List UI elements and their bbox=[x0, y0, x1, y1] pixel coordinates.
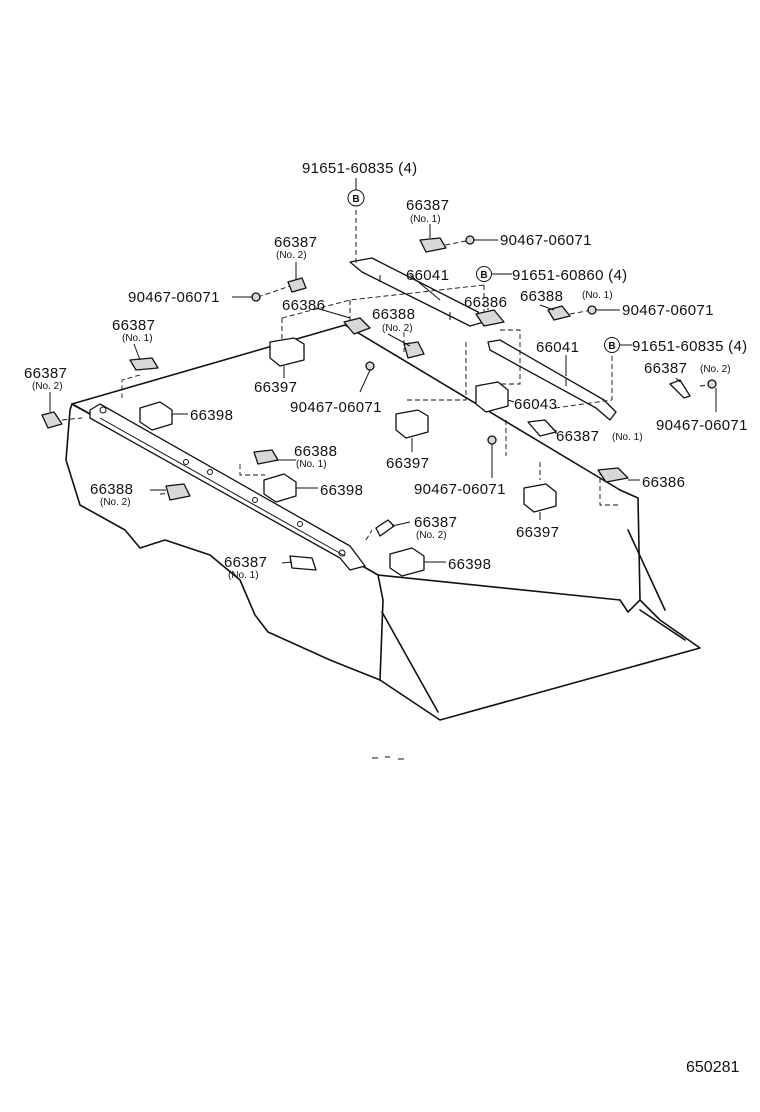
label-91651-60835-top: 91651-60835 (4) bbox=[302, 160, 417, 177]
block-66398-c bbox=[389, 547, 425, 577]
end-cap-66387-no1-b bbox=[129, 357, 159, 371]
block-66398-a bbox=[139, 401, 173, 431]
label-66397-a: 66397 bbox=[254, 379, 297, 396]
label-91651-60860: 91651-60860 (4) bbox=[512, 267, 627, 284]
screw-90467-mid bbox=[365, 361, 375, 371]
screw-90467-bottom bbox=[487, 435, 497, 445]
bolt-marker-top: B bbox=[347, 189, 365, 207]
label-66397-c: 66397 bbox=[516, 524, 559, 541]
bracket-66388-no1-b bbox=[253, 449, 279, 465]
label-66386-c: 66386 bbox=[642, 474, 685, 491]
label-66387-no1-c-sub: (No. 1) bbox=[612, 432, 643, 443]
truck-bed bbox=[65, 324, 701, 760]
label-91651-60835-right: 91651-60835 (4) bbox=[632, 338, 747, 355]
leg-66397-b bbox=[395, 409, 429, 439]
label-90467-bottom: 90467-06071 bbox=[414, 481, 506, 498]
label-90467-top: 90467-06071 bbox=[500, 232, 592, 249]
end-cap-66387-no2-d bbox=[375, 519, 395, 537]
block-66398-b bbox=[263, 473, 297, 503]
label-66043: 66043 bbox=[514, 396, 557, 413]
label-66387-no1-top-sub: (No. 1) bbox=[410, 214, 441, 225]
left-side-rail bbox=[89, 403, 366, 571]
figure-number: 650281 bbox=[686, 1059, 739, 1076]
end-cap-66387-no2-a bbox=[287, 277, 307, 293]
bracket-66388-no2-b bbox=[165, 483, 191, 501]
label-66387-no2-c: 66387 bbox=[24, 365, 67, 382]
leg-66043 bbox=[475, 381, 509, 413]
label-90467-right: 90467-06071 bbox=[622, 302, 714, 319]
leg-66397-a bbox=[269, 337, 305, 367]
cover-66386-a bbox=[343, 317, 371, 335]
label-66397-b: 66397 bbox=[386, 455, 429, 472]
label-66387-no2-d: 66387 bbox=[414, 514, 457, 531]
svg-text:B: B bbox=[480, 270, 487, 281]
screw-90467-far bbox=[707, 379, 717, 389]
bracket-66388-no1-a bbox=[547, 305, 571, 321]
label-66388-no2-b: 66388 bbox=[90, 481, 133, 498]
label-66386-b: 66386 bbox=[464, 294, 507, 311]
label-66387-no1-d: 66387 bbox=[224, 554, 267, 571]
bolt-marker-center: B bbox=[476, 266, 492, 282]
assembly-lines bbox=[61, 210, 717, 567]
label-66387-no2-b-sub: (No. 2) bbox=[700, 364, 731, 375]
label-66387-no1-top: 66387 bbox=[406, 197, 449, 214]
label-66388-no2-b-sub: (No. 2) bbox=[100, 497, 131, 508]
label-66388-no1-b-sub: (No. 1) bbox=[296, 459, 327, 470]
screw-90467-right bbox=[587, 305, 597, 315]
svg-text:B: B bbox=[352, 194, 359, 205]
end-cap-66387-no2-b bbox=[669, 379, 691, 399]
label-90467-left: 90467-06071 bbox=[128, 289, 220, 306]
label-66388-no2-a: 66388 bbox=[372, 306, 415, 323]
label-66387-no2-b: 66387 bbox=[644, 360, 687, 377]
cover-66386-c bbox=[597, 467, 629, 483]
label-66387-no1-b: 66387 bbox=[112, 317, 155, 334]
label-66387-no1-b-sub: (No. 1) bbox=[122, 333, 153, 344]
label-66041-a: 66041 bbox=[406, 267, 449, 284]
label-66387-no2-a-sub: (No. 2) bbox=[276, 250, 307, 261]
end-cap-66387-no1-d bbox=[289, 555, 317, 571]
label-90467-mid: 90467-06071 bbox=[290, 399, 382, 416]
bolt-marker-right: B bbox=[604, 337, 620, 353]
label-90467-far: 90467-06071 bbox=[656, 417, 748, 434]
svg-text:B: B bbox=[608, 341, 615, 352]
screw-90467-top bbox=[465, 235, 475, 245]
leg-66397-c bbox=[523, 483, 557, 513]
label-66387-no2-a: 66387 bbox=[274, 234, 317, 251]
label-66387-no2-c-sub: (No. 2) bbox=[32, 381, 63, 392]
end-cap-66387-no1-c bbox=[527, 419, 557, 437]
cover-66386-b bbox=[475, 309, 505, 327]
label-66398-c: 66398 bbox=[448, 556, 491, 573]
screw-90467-left bbox=[251, 292, 261, 302]
label-66387-no1-c: 66387 bbox=[556, 428, 599, 445]
part-labels: 91651-60835 (4) 66387 (No. 1) 90467-0607… bbox=[24, 160, 748, 581]
end-cap-66387-no2-c bbox=[41, 411, 63, 429]
label-66387-no2-d-sub: (No. 2) bbox=[416, 530, 447, 541]
label-66041-b: 66041 bbox=[536, 339, 579, 356]
leader-lines bbox=[49, 178, 717, 564]
label-66387-no1-d-sub: (No. 1) bbox=[228, 570, 259, 581]
label-66398-a: 66398 bbox=[190, 407, 233, 424]
label-66388-no1-b: 66388 bbox=[294, 443, 337, 460]
label-66398-b: 66398 bbox=[320, 482, 363, 499]
label-66388-no1-a-sub: (No. 1) bbox=[582, 290, 613, 301]
label-66388-no2-a-sub: (No. 2) bbox=[382, 323, 413, 334]
label-66386-a: 66386 bbox=[282, 297, 325, 314]
end-cap-66387-no1-top bbox=[419, 237, 447, 253]
label-66388-no1-a: 66388 bbox=[520, 288, 563, 305]
hardware-parts bbox=[41, 235, 717, 577]
